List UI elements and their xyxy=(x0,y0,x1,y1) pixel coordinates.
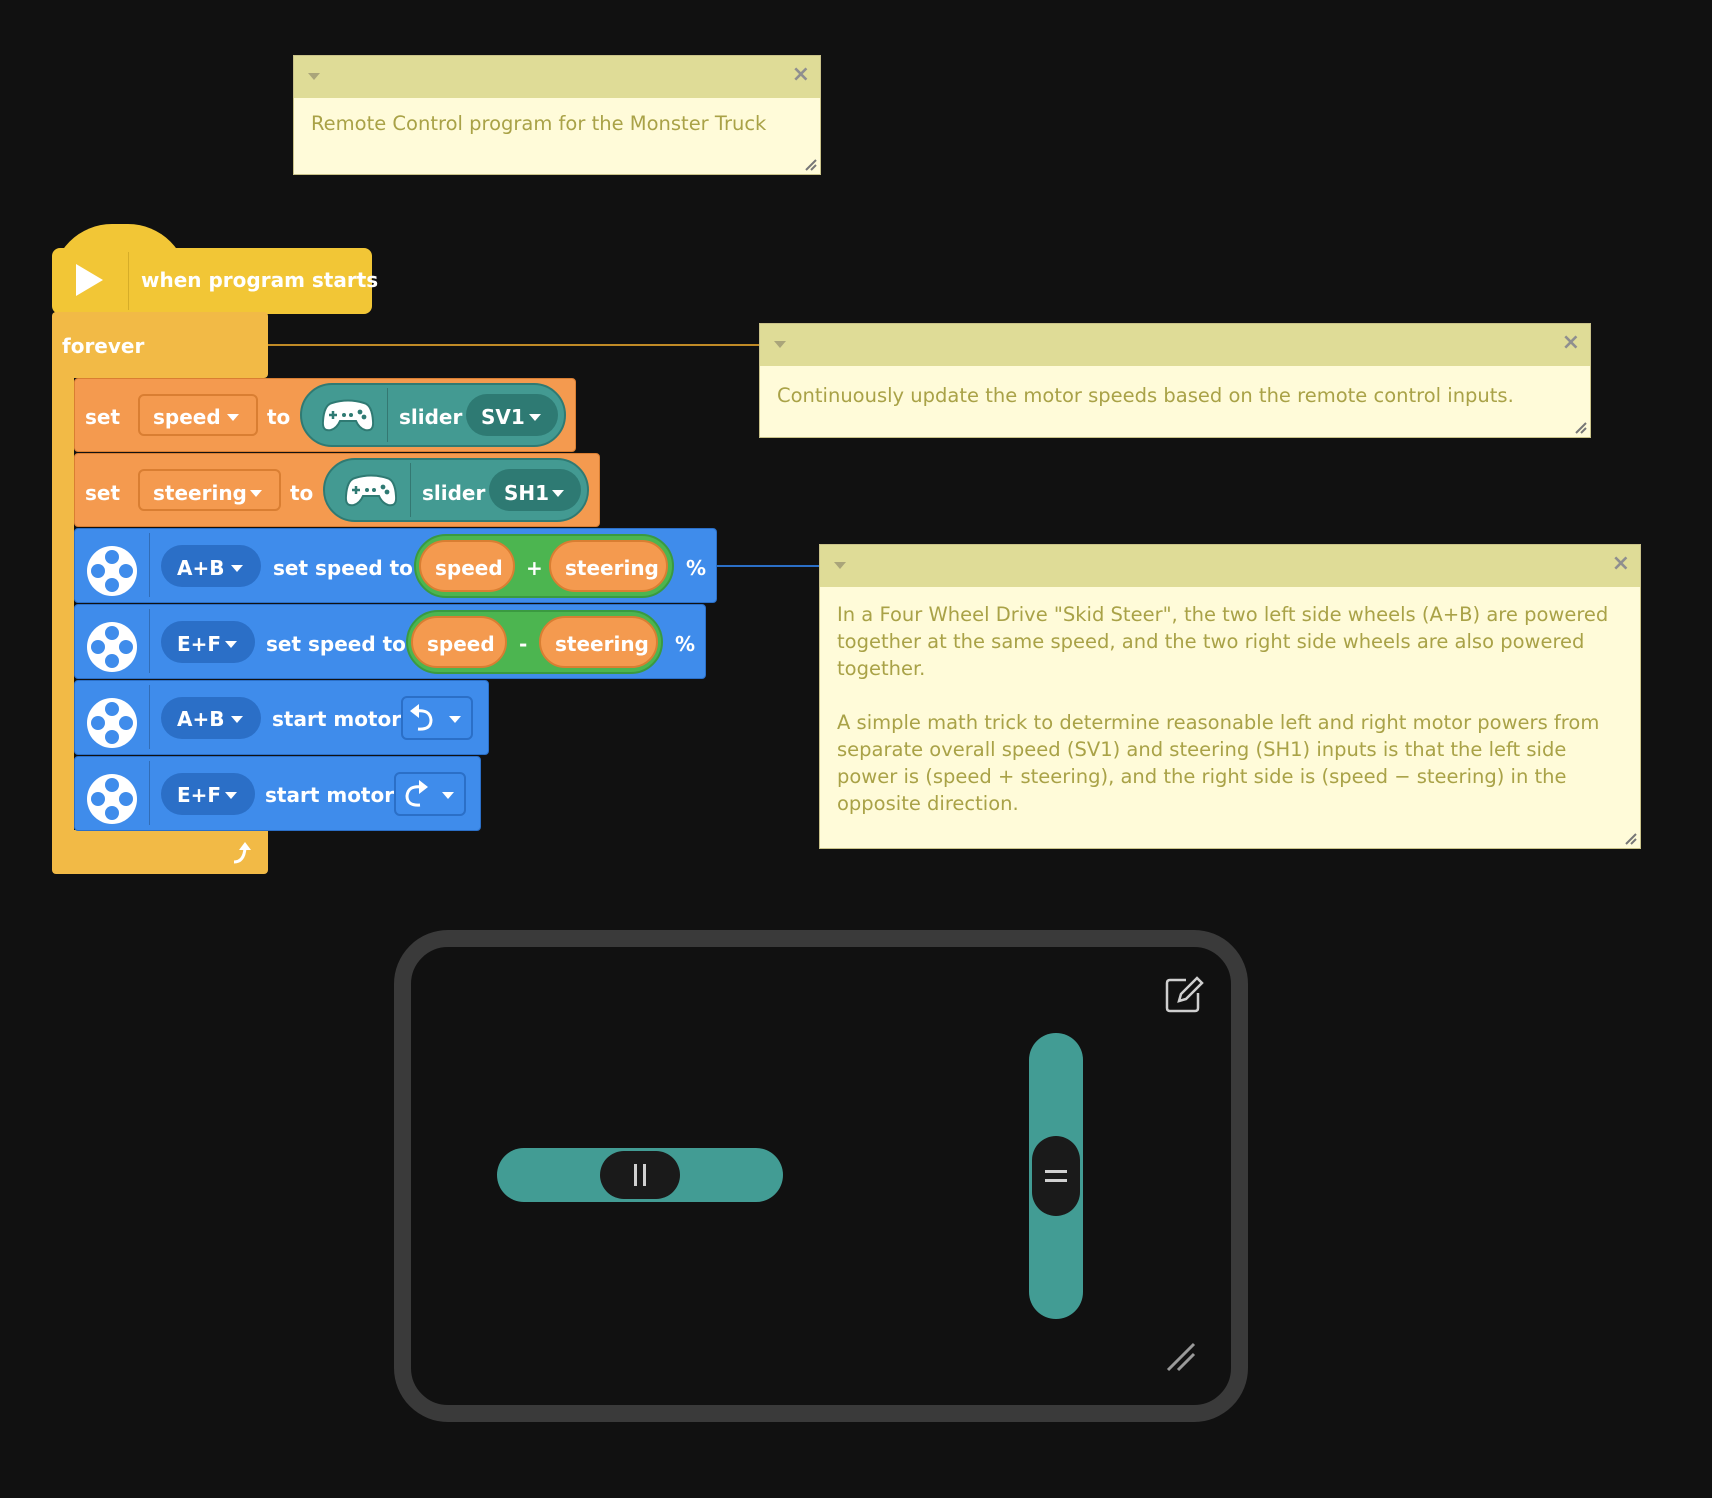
close-icon[interactable]: × xyxy=(1561,330,1580,355)
variable-reporter-speed[interactable] xyxy=(411,616,507,668)
variable-reporter-speed[interactable] xyxy=(419,540,515,592)
variable-reporter-steering[interactable] xyxy=(539,616,658,668)
port-label: E+F xyxy=(177,632,222,656)
block-label: start motor xyxy=(272,707,402,731)
chevron-down-icon[interactable] xyxy=(552,490,564,497)
forever-arm[interactable] xyxy=(52,370,74,840)
variable-name: speed xyxy=(427,632,495,656)
collapse-icon[interactable] xyxy=(308,73,320,80)
divider xyxy=(149,533,150,597)
comment-forever[interactable]: × Continuously update the motor speeds b… xyxy=(759,323,1591,438)
slider-id: SH1 xyxy=(504,481,550,505)
resize-icon[interactable] xyxy=(1573,420,1587,434)
gamepad-icon xyxy=(345,474,397,507)
chevron-down-icon[interactable] xyxy=(231,716,243,723)
port-dropdown-ab[interactable] xyxy=(161,697,261,739)
vertical-slider-thumb[interactable] xyxy=(1032,1136,1080,1216)
rotate-clockwise-icon xyxy=(405,780,428,807)
divider xyxy=(128,252,129,310)
hat-label: when program starts xyxy=(141,268,379,292)
divider xyxy=(149,685,150,749)
divider xyxy=(149,761,150,825)
gamepad-icon xyxy=(322,399,374,432)
slider-label: slider xyxy=(399,405,463,429)
forever-block-bottom[interactable] xyxy=(52,830,268,874)
chevron-down-icon[interactable] xyxy=(225,641,237,648)
comment-bar[interactable]: × xyxy=(760,324,1590,366)
loop-arrow-icon xyxy=(233,842,251,864)
forever-block[interactable] xyxy=(52,312,268,378)
block-label: set speed to xyxy=(273,556,413,580)
comment-text[interactable]: Remote Control program for the Monster T… xyxy=(311,112,767,135)
slider-dropdown-sv1[interactable] xyxy=(466,394,558,436)
chevron-down-icon[interactable] xyxy=(442,792,454,799)
port-dropdown-ef[interactable] xyxy=(161,773,255,815)
comment-skid-steer[interactable]: × In a Four Wheel Drive "Skid Steer", th… xyxy=(819,544,1641,849)
set-label: set xyxy=(85,481,121,505)
chevron-down-icon[interactable] xyxy=(225,792,237,799)
variable-name: speed xyxy=(435,556,503,580)
chevron-down-icon[interactable] xyxy=(231,565,243,572)
collapse-icon[interactable] xyxy=(834,562,846,569)
port-label: A+B xyxy=(177,556,225,580)
horizontal-slider-thumb[interactable] xyxy=(600,1151,680,1199)
play-icon xyxy=(76,264,103,296)
edit-icon[interactable] xyxy=(1164,974,1206,1014)
chevron-down-icon[interactable] xyxy=(250,490,262,497)
motor-icon xyxy=(87,774,137,824)
divider xyxy=(410,463,411,517)
port-dropdown-ef[interactable] xyxy=(161,621,255,663)
percent-label: % xyxy=(675,632,696,656)
slider-label: slider xyxy=(422,481,486,505)
resize-icon[interactable] xyxy=(803,157,817,171)
resize-icon[interactable] xyxy=(1164,1340,1198,1374)
slider-dropdown-sh1[interactable] xyxy=(489,469,581,511)
forever-label: forever xyxy=(62,334,145,358)
plus-operator: + xyxy=(526,556,543,580)
comment-bar[interactable]: × xyxy=(294,56,820,98)
collapse-icon[interactable] xyxy=(774,341,786,348)
port-label: E+F xyxy=(177,783,222,807)
rotate-counterclockwise-icon xyxy=(410,704,433,731)
motor-icon xyxy=(87,622,137,672)
motor-icon xyxy=(87,546,137,596)
close-icon[interactable]: × xyxy=(791,62,810,87)
when-program-starts-block[interactable] xyxy=(52,248,372,314)
percent-label: % xyxy=(686,556,707,580)
direction-dropdown[interactable] xyxy=(401,696,473,740)
chevron-down-icon[interactable] xyxy=(449,716,461,723)
block-label: set speed to xyxy=(266,632,406,656)
comment-bar[interactable]: × xyxy=(820,545,1640,587)
set-label: set xyxy=(85,405,121,429)
close-icon[interactable]: × xyxy=(1611,551,1630,576)
comment-title[interactable]: × Remote Control program for the Monster… xyxy=(293,55,821,175)
variable-name: steering xyxy=(555,632,649,656)
variable-name: speed xyxy=(153,405,221,429)
variable-name: steering xyxy=(565,556,659,580)
chevron-down-icon[interactable] xyxy=(227,414,239,421)
remote-control-pad[interactable] xyxy=(394,930,1248,1422)
comment-text[interactable]: In a Four Wheel Drive "Skid Steer", the … xyxy=(837,603,1609,815)
to-label: to xyxy=(267,405,291,429)
chevron-down-icon[interactable] xyxy=(529,414,541,421)
motor-icon xyxy=(87,698,137,748)
comment-text[interactable]: Continuously update the motor speeds bas… xyxy=(777,384,1514,407)
variable-name: steering xyxy=(153,481,247,505)
block-label: start motor xyxy=(265,783,395,807)
resize-icon[interactable] xyxy=(1623,831,1637,845)
to-label: to xyxy=(290,481,314,505)
minus-operator: - xyxy=(519,632,528,656)
port-dropdown-ab[interactable] xyxy=(161,545,261,587)
port-label: A+B xyxy=(177,707,225,731)
divider xyxy=(149,609,150,673)
divider xyxy=(387,388,388,442)
variable-reporter-steering[interactable] xyxy=(549,540,668,592)
slider-id: SV1 xyxy=(481,405,525,429)
